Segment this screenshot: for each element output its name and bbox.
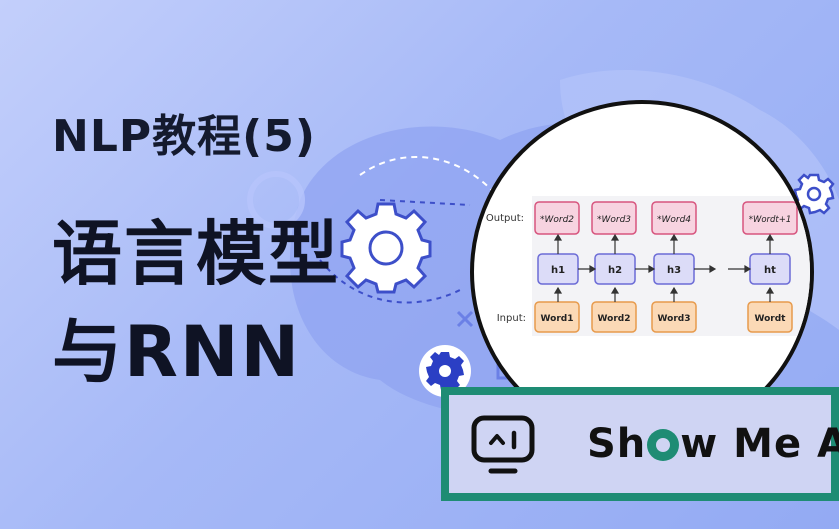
title-line-2: 语言模型 (52, 213, 340, 295)
robot-face-icon (471, 415, 535, 474)
title-line-3: 与RNN (52, 311, 302, 393)
input-row: Word1 Word2 Word3 Wordt (534, 301, 793, 333)
input-label-text: Wordt (755, 314, 787, 324)
input-node (591, 301, 637, 333)
input-label-text: Word1 (541, 314, 574, 324)
hidden-row: h1 h2 h3 ht (537, 253, 791, 285)
input-node (534, 301, 580, 333)
output-row: *Word2 *Word3 *Word4 *Wordt+1 (534, 201, 798, 235)
gear-icon (340, 202, 432, 294)
brand-name-post: w Me AI (680, 421, 839, 467)
diagram-arrows (553, 233, 775, 302)
output-label-text: *Word2 (540, 215, 574, 225)
output-node (534, 201, 580, 235)
input-label-text: Word2 (598, 314, 631, 324)
hidden-label: ht (764, 265, 776, 276)
hidden-label: h3 (667, 265, 681, 276)
output-node (591, 201, 637, 235)
output-label-text: *Word3 (597, 215, 631, 225)
brand-name: Sh w Me AI (587, 421, 839, 467)
hidden-label: h1 (551, 265, 565, 276)
gear-badge (419, 345, 471, 397)
input-label: Input: (497, 313, 526, 324)
brand-name-pre: Sh (587, 421, 647, 467)
hidden-label: h2 (608, 265, 622, 276)
input-label-text: Word3 (658, 314, 691, 324)
output-label-text: *Wordt+1 (749, 215, 792, 225)
output-label: Output: (486, 213, 524, 224)
gear-icon (426, 352, 464, 390)
brand-banner: Sh w Me AI (441, 387, 839, 501)
output-label-text: *Word4 (657, 215, 691, 225)
title-line-1: NLP教程(5) (52, 111, 316, 162)
close-icon (456, 310, 474, 328)
rnn-diagram: Output: Input: *Word2 *Word3 *Word4 *Wor… (486, 196, 810, 336)
eye-icon (647, 429, 680, 461)
